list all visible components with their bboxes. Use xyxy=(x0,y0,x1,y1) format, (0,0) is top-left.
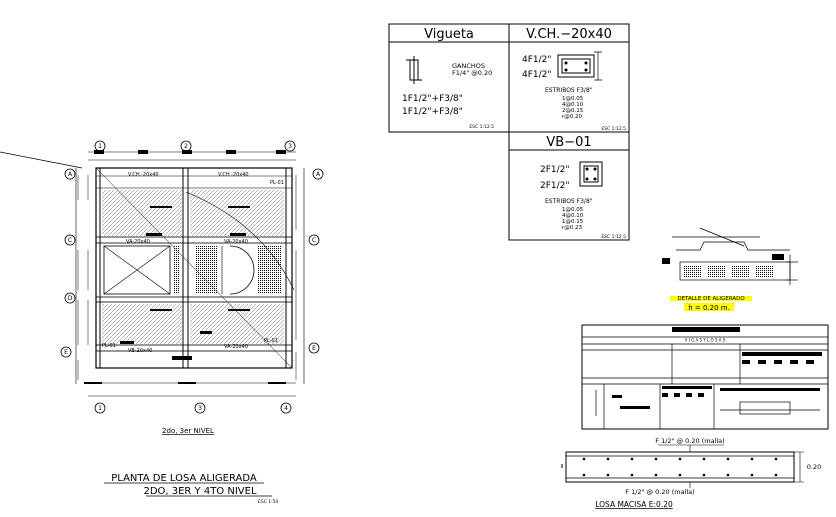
svg-text:E: E xyxy=(312,345,316,352)
vch-stirrup-2: 4@0.10 xyxy=(562,102,584,108)
vigueta-scale: ESC 1:12.5 xyxy=(469,124,494,130)
vch-section-drawing xyxy=(557,54,595,78)
level-caption: 2do, 3er NIVEL xyxy=(162,427,214,435)
beam-detail-table xyxy=(388,23,630,241)
grid-bubble-1: 1 xyxy=(94,140,106,152)
pl-label-2: PL-01 xyxy=(102,343,116,349)
vb01-stirrups-title: ESTRIBOS F3/8" xyxy=(545,198,593,205)
grid-bubbles: 1 2 3 1 3 4 A A xyxy=(60,140,324,414)
grid-bubble-c-left: C xyxy=(64,234,76,246)
beam-label-6: VA-20x40 xyxy=(224,344,248,350)
slab-detail-highlight xyxy=(670,296,752,301)
vch-section: V.CH.−20x40 4F1/2" 4F1/2" ESTRIBOS F3/8"… xyxy=(522,27,626,132)
notes-table xyxy=(581,324,829,430)
slab-section-detail xyxy=(662,227,798,285)
vch-stirrup-4: r@0.20 xyxy=(562,114,583,120)
svg-text:1: 1 xyxy=(98,405,102,412)
svg-text:4: 4 xyxy=(284,405,288,412)
grid-bubble-3-bottom: 3 xyxy=(194,402,206,414)
vch-scale: ESC 1:12.5 xyxy=(601,126,626,132)
vigueta-bar-top: 1F1/2"+F3/8" xyxy=(402,94,463,104)
plan-scale: ESC 1:50 xyxy=(258,499,279,505)
plan-outline xyxy=(95,167,293,369)
vigueta-hooks-spec: F1/4" @0.20 xyxy=(452,69,492,77)
slab-detail-caption: DETALLE DE ALIGERADO xyxy=(677,296,745,302)
vigueta-hooks-label: GANCHOS xyxy=(452,62,485,70)
vb01-section: VB−01 2F1/2" 2F1/2" ESTRIBOS F3/8" 1@0.0… xyxy=(540,135,626,240)
leader-line xyxy=(0,151,83,169)
curve-line xyxy=(185,191,295,291)
vb01-scale: ESC 1:12.5 xyxy=(601,234,626,240)
slab-thickness-highlight xyxy=(684,303,734,311)
grid-bubble-d-left: D xyxy=(64,292,76,304)
slab-floor-plan xyxy=(0,150,305,397)
vch-bar-top: 4F1/2" xyxy=(522,55,552,65)
svg-text:D: D xyxy=(68,295,73,302)
slab-thickness: h = 0.20 m. xyxy=(688,304,730,312)
grid-bubble-a-right: A xyxy=(312,168,324,180)
grid-bubble-2: 2 xyxy=(180,140,192,152)
notes-table-title-bar xyxy=(672,327,740,332)
vb01-stirrup-4: r@0.23 xyxy=(562,225,583,231)
vigueta-title: Vigueta xyxy=(424,27,474,42)
plan-title-line2: 2DO, 3ER Y 4TO NIVEL xyxy=(143,486,256,497)
pl-label-3: PL-01 xyxy=(264,338,278,344)
vb01-cell xyxy=(508,131,630,241)
svg-text:C: C xyxy=(68,237,72,244)
massive-slab-title: LOSA MACISA E:0.20 xyxy=(595,500,673,509)
svg-text:A: A xyxy=(68,171,73,178)
grid-bubble-1-bottom: 1 xyxy=(94,402,106,414)
svg-text:2: 2 xyxy=(184,143,188,150)
massive-slab-bottom-bar: F 1/2" @ 0.20 (malla) xyxy=(625,488,694,496)
vb01-stirrup-3: 1@0.15 xyxy=(562,219,584,225)
beam-label-3: VA-20x40 xyxy=(126,239,150,245)
grid-bubble-3: 3 xyxy=(284,140,296,152)
grid-bubble-a-left: A xyxy=(64,168,76,180)
beam-label-2: V.CH.-20x40 xyxy=(218,172,249,178)
notes-table-header: V I G A S Y L O S A S xyxy=(685,338,726,343)
beam-labels: V.CH.-20x40 V.CH.-20x40 VA-20x40 VA-20x4… xyxy=(102,172,284,354)
grid-bubble-e-right: E xyxy=(308,342,320,354)
plan-title-line1: PLANTA DE LOSA ALIGERADA xyxy=(111,473,257,484)
vch-bar-bottom: 4F1/2" xyxy=(522,70,552,80)
svg-text:1: 1 xyxy=(98,143,102,150)
plan-title-block: PLANTA DE LOSA ALIGERADA 2DO, 3ER Y 4TO … xyxy=(104,473,279,505)
svg-text:3: 3 xyxy=(288,143,292,150)
grid-bubble-e-left: E xyxy=(60,346,72,358)
svg-text:3: 3 xyxy=(198,405,202,412)
vch-stirrups-title: ESTRIBOS F3/8" xyxy=(545,87,593,94)
vigueta-section: Vigueta GANCHOS F1/4" @0.20 1F1/2"+F3/8"… xyxy=(402,27,494,130)
vb01-stirrup-2: 4@0.10 xyxy=(562,213,584,219)
stair-hatch-center xyxy=(196,246,218,294)
svg-text:A: A xyxy=(316,171,321,178)
massive-slab-detail: F 1/2" @ 0.20 (malla) 0.20 F 1/2" @ 0.20… xyxy=(561,437,821,509)
svg-text:E: E xyxy=(64,349,68,356)
beam-label-4: VA-20x40 xyxy=(224,239,248,245)
stair-hatch-left xyxy=(174,246,180,294)
vb01-bar-top: 2F1/2" xyxy=(540,165,570,175)
massive-slab-section xyxy=(565,451,795,483)
vch-title: V.CH.−20x40 xyxy=(526,27,612,42)
svg-text:C: C xyxy=(312,237,316,244)
vigueta-bar-bottom: 1F1/2"+F3/8" xyxy=(402,107,463,117)
beam-label-1: V.CH.-20x40 xyxy=(128,172,159,178)
pl-label-1: PL-01 xyxy=(270,180,284,186)
stair-hatch-right xyxy=(258,246,282,294)
vb01-stirrup-1: 1@0.05 xyxy=(562,207,584,213)
massive-slab-thickness: 0.20 xyxy=(807,463,821,471)
grid-bubble-4-bottom: 4 xyxy=(280,402,292,414)
opening-void xyxy=(103,245,171,295)
vch-stirrup-1: 1@0.05 xyxy=(562,96,584,102)
beam-axis-c xyxy=(95,236,293,244)
vch-stirrup-3: 2@0.15 xyxy=(562,108,584,114)
vb01-title: VB−01 xyxy=(546,135,591,150)
beam-label-5: VB-20x40 xyxy=(128,348,152,354)
massive-slab-top-bar: F 1/2" @ 0.20 (malla) xyxy=(655,437,724,445)
grid-bubble-c-right: C xyxy=(308,234,320,246)
vb01-section-drawing xyxy=(579,161,603,187)
vb01-bar-bottom: 2F1/2" xyxy=(540,181,570,191)
